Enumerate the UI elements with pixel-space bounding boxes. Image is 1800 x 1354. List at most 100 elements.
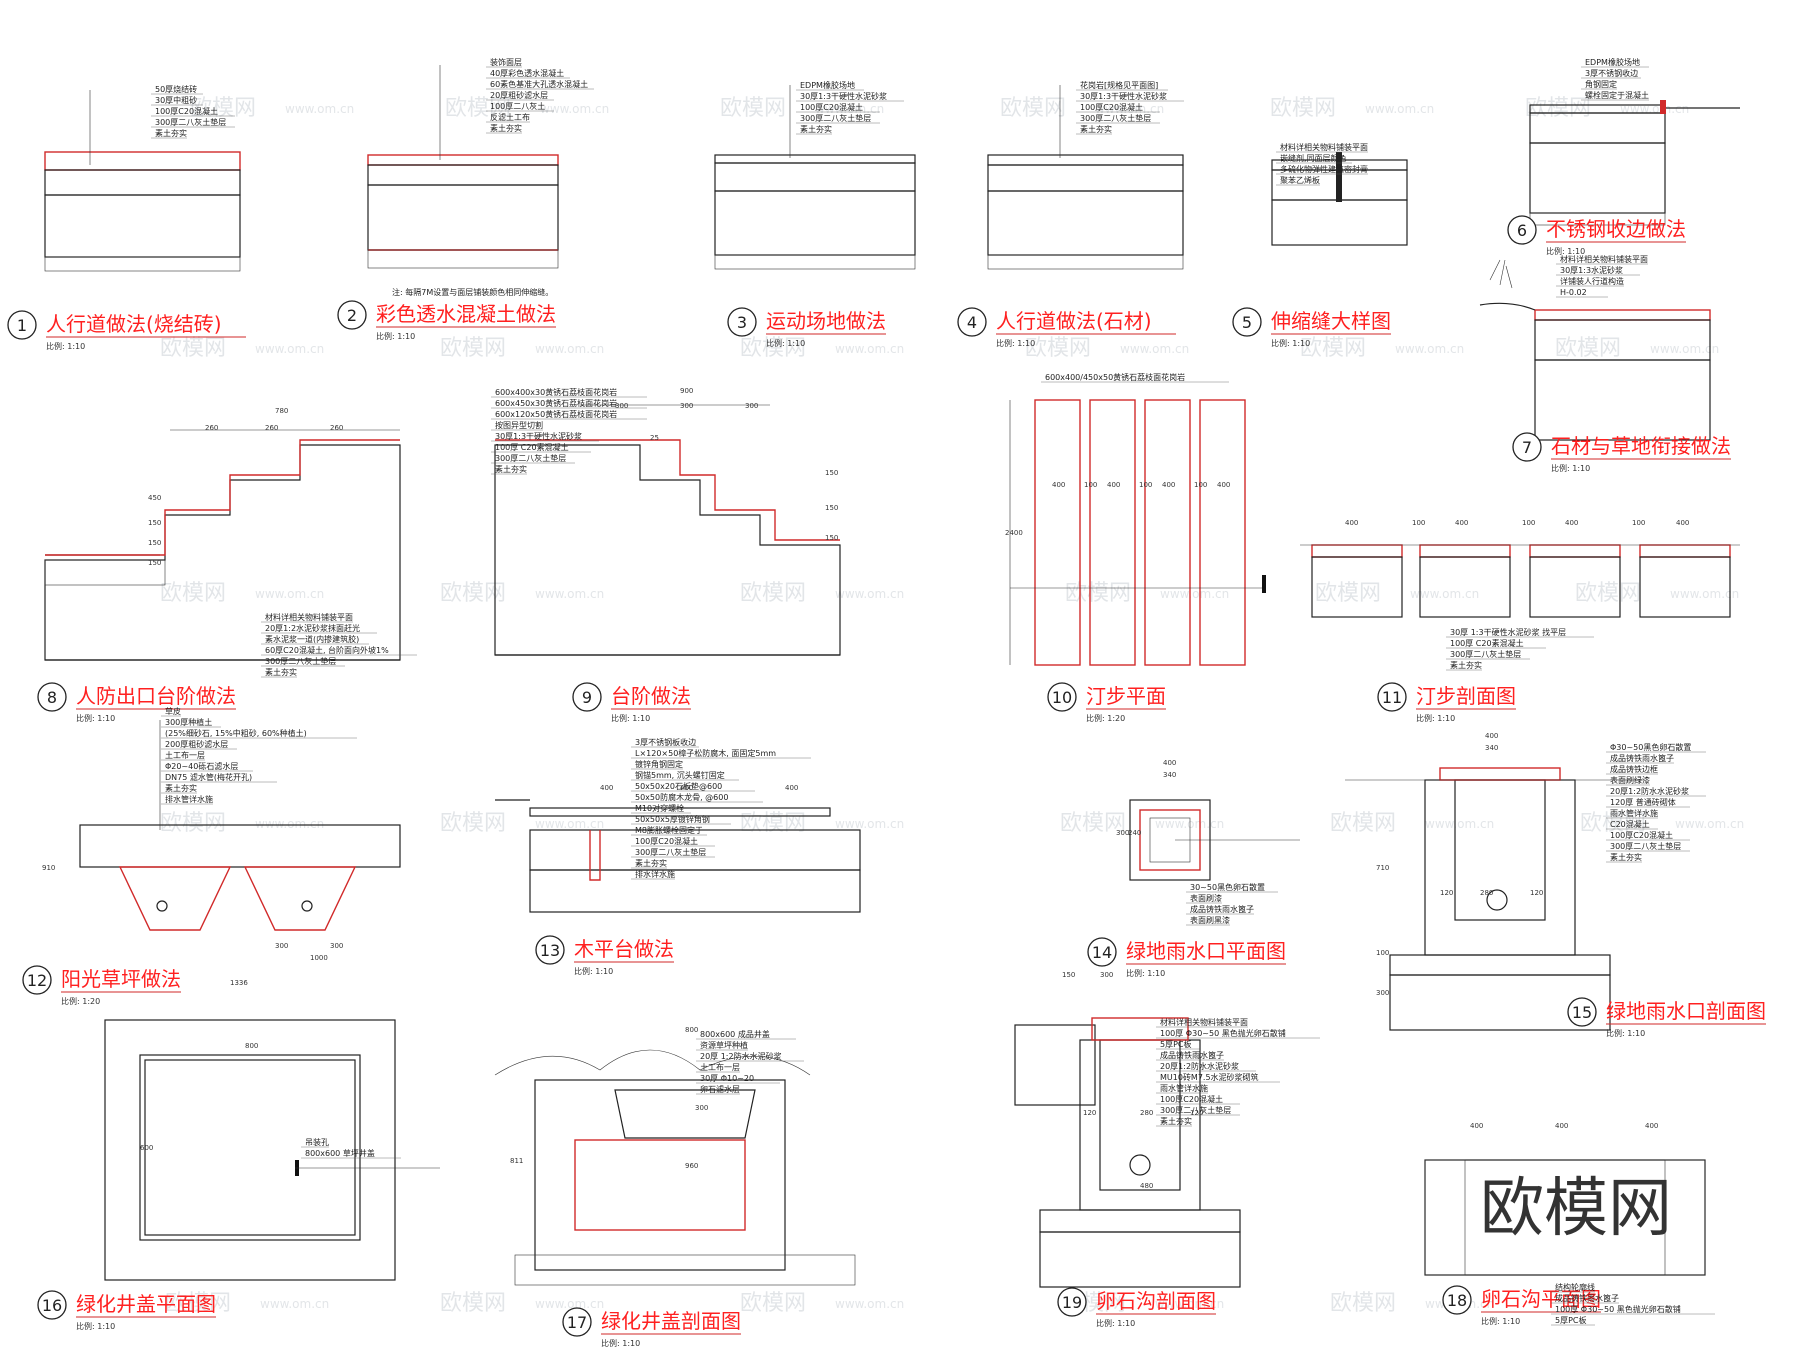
detail-number: 5 [1242, 313, 1252, 332]
dimension-value: 120 [1530, 889, 1543, 897]
watermark-text: 欧模网 [160, 336, 226, 361]
detail-scale: 比例: 1:10 [1551, 463, 1590, 473]
layer-label: 300厚二八灰土垫层 [1450, 649, 1521, 659]
dimension-value: 150 [148, 539, 161, 547]
dimension-value: 100 [1084, 481, 1097, 489]
layer-label: 100厚C20混凝土 [1610, 830, 1673, 840]
layer-label: 300厚二八灰土垫层 [265, 656, 336, 666]
detail-number-circle [1377, 682, 1407, 712]
layer-label: 100厚 Φ30~50 黑色抛光卵石散铺 [1555, 1304, 1681, 1314]
dimension-value: 400 [1485, 732, 1498, 740]
detail-number: 15 [1572, 1003, 1592, 1022]
detail-number: 16 [42, 1296, 62, 1315]
detail-scale: 比例: 1:10 [1126, 968, 1165, 978]
detail-scale: 比例: 1:10 [574, 966, 613, 976]
watermark-text: 欧模网 [440, 581, 506, 606]
detail-title: 卵石沟平面图 [1481, 1287, 1601, 1311]
watermark-url: www.om.cn [835, 1297, 904, 1311]
watermark-text: 欧模网 [160, 581, 226, 606]
layer-label: 100厚C20混凝土 [635, 836, 698, 846]
watermark-text: 欧模网 [1300, 336, 1366, 361]
layer-label: 30厚 1:3干硬性水泥砂浆 找平层 [1450, 627, 1566, 637]
dimension-value: 300 [680, 402, 693, 410]
layer-label: 5厚PC板 [1160, 1039, 1192, 1049]
dimension-value: 910 [42, 864, 55, 872]
watermark-text: 欧模网 [1330, 811, 1396, 836]
dimension-value: 300 [1100, 971, 1113, 979]
detail-scale: 比例: 1:20 [61, 996, 100, 1006]
dimension-value: 2400 [1005, 529, 1023, 537]
layer-label: 雨水管详水施 [1610, 808, 1658, 818]
watermark-url: www.om.cn [255, 342, 324, 356]
detail-11-drawing [1300, 544, 1740, 618]
dimension-value: 150 [148, 559, 161, 567]
detail-title: 绿地雨水口剖面图 [1606, 999, 1766, 1023]
watermark-url: www.om.cn [1095, 102, 1164, 116]
dimension-value: 280 [1140, 1109, 1153, 1117]
layer-label: 300厚二八灰土垫层 [155, 117, 226, 127]
layer-label: 排水详水施 [635, 869, 675, 879]
dimension-value: 120 [1083, 1109, 1096, 1117]
dimension-value: 780 [275, 407, 288, 415]
watermark-text: 欧模网 [1270, 96, 1336, 121]
detail-number: 2 [347, 306, 357, 325]
detail-14-drawing [1129, 799, 1300, 881]
dimension-value: 400 [785, 784, 798, 792]
dimension-value: 400 [680, 784, 693, 792]
detail-number-circle [1057, 1287, 1087, 1317]
dimension-value: 260 [205, 424, 218, 432]
dimension-value: 150 [1062, 971, 1075, 979]
detail-number: 18 [1447, 1291, 1467, 1310]
dimension-value: 400 [1470, 1122, 1483, 1130]
watermark-url: www.om.cn [1395, 342, 1464, 356]
dimension-value: 150 [825, 504, 838, 512]
detail-scale: 比例: 1:10 [1271, 338, 1310, 348]
dimension-value: 25 [650, 434, 659, 442]
layer-label: 成品铸铁雨水篦子 [1610, 753, 1674, 763]
detail-title: 彩色透水混凝土做法 [376, 302, 556, 326]
layer-label: 成品铸铁雨水篦子 [1555, 1293, 1619, 1303]
detail-17-drawing [494, 1049, 856, 1286]
watermark-text: 欧模网 [740, 1291, 806, 1316]
watermark-url: www.om.cn [1410, 587, 1479, 601]
watermark-url: www.om.cn [535, 342, 604, 356]
detail-number: 3 [737, 313, 747, 332]
layer-label: 素土夯实 [165, 783, 197, 793]
detail-number: 6 [1517, 221, 1527, 240]
dimension-value: 900 [680, 387, 693, 395]
watermark-url: www.om.cn [1365, 102, 1434, 116]
detail-number-circle [1087, 937, 1117, 967]
detail-scale: 比例: 1:10 [1481, 1316, 1520, 1326]
detail-title: 绿地雨水口平面图 [1126, 939, 1286, 963]
layer-label: 素土夯实 [490, 123, 522, 133]
detail-number-circle [1232, 307, 1262, 337]
detail-number: 9 [582, 688, 592, 707]
detail-number: 11 [1382, 688, 1402, 707]
layer-label: H-0.02 [1560, 288, 1587, 297]
dimension-value: 300 [745, 402, 758, 410]
dimension-value: 280 [1480, 889, 1493, 897]
detail-number-circle [7, 310, 37, 340]
layer-label: 按图异型切割 [495, 420, 543, 430]
detail-scale: 比例: 1:10 [1606, 1028, 1645, 1038]
detail-title: 阳光草坪做法 [61, 967, 181, 991]
layer-label: 多硫化物弹性建筑密封膏 [1280, 164, 1368, 174]
layer-label: 100厚 C20素混凝土 [1450, 638, 1524, 648]
layer-label: 50x50x5厚镀锌角钢 [635, 814, 710, 824]
dimension-value: 120 [1440, 889, 1453, 897]
layer-label: 40厚彩色透水混凝土 [490, 68, 564, 78]
layer-label: Φ30~50黑色卵石散置 [1610, 742, 1691, 752]
watermark-url: www.om.cn [835, 587, 904, 601]
layer-label: 600x120x50黄锈石荔枝面花岗岩 [495, 409, 617, 419]
layer-label: 雨水管详水施 [1160, 1083, 1208, 1093]
layer-label: 100厚C20混凝土 [1160, 1094, 1223, 1104]
detail-number-circle [37, 1290, 67, 1320]
detail-number-circle [562, 1307, 592, 1337]
layer-label: 300厚二八灰土垫层 [800, 113, 871, 123]
watermark-text: 欧模网 [1315, 581, 1381, 606]
detail-title: 运动场地做法 [766, 309, 886, 333]
dimension-value: 400 [1565, 519, 1578, 527]
detail-title: 绿化井盖剖面图 [601, 1309, 741, 1333]
detail-title: 汀步平面 [1086, 684, 1166, 708]
